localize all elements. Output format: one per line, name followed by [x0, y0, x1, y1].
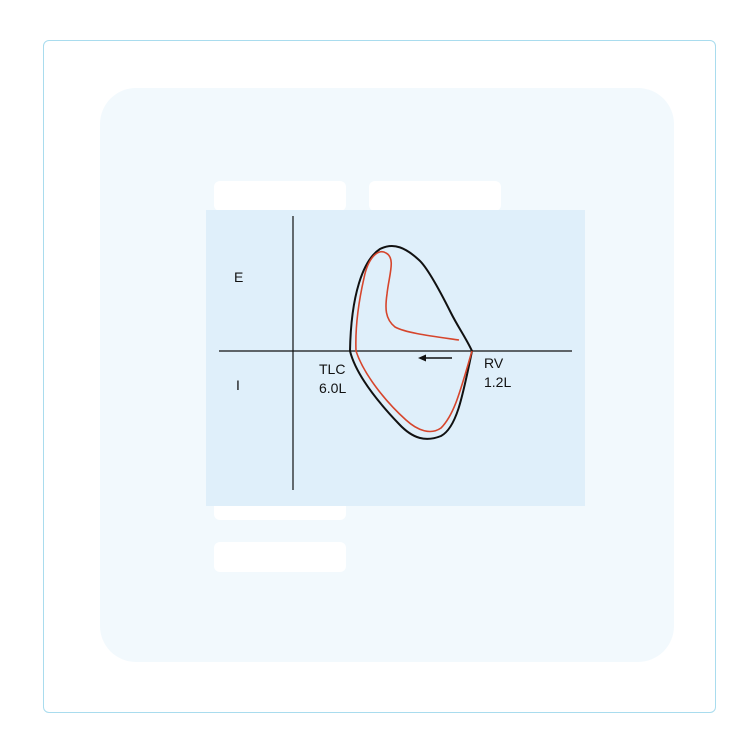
rv-label: RV [484, 355, 504, 371]
placeholder-card [369, 181, 501, 211]
normal-loop-curve [348, 245, 474, 440]
inspiration-label: I [236, 377, 240, 393]
tlc-volume-label: 6.0L [319, 380, 346, 396]
second-loop-curve [355, 251, 473, 433]
flow-volume-svg: E I TLC 6.0L RV 1.2L [219, 216, 572, 490]
flow-volume-diagram: E I TLC 6.0L RV 1.2L [206, 210, 585, 506]
rv-volume-label: 1.2L [484, 374, 511, 390]
direction-arrow-head [418, 354, 426, 362]
placeholder-card [214, 181, 346, 211]
placeholder-card [214, 542, 346, 572]
tlc-label: TLC [319, 361, 345, 377]
expiration-label: E [234, 269, 243, 285]
